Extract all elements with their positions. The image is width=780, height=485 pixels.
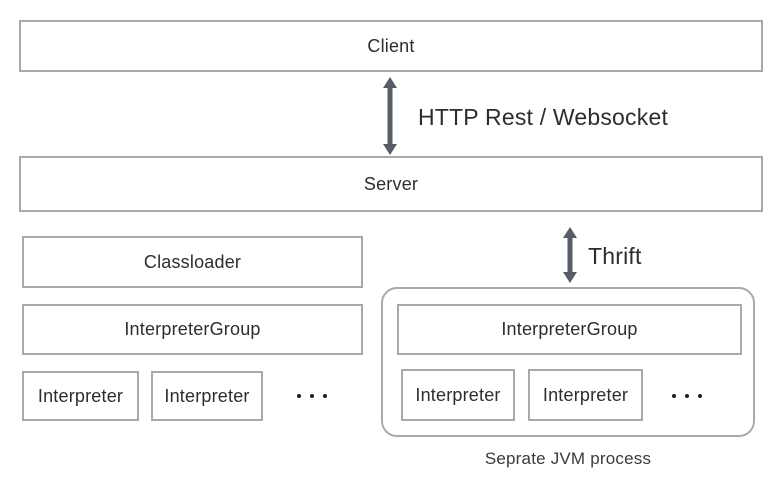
interpreter-group-box: InterpreterGroup [22,304,363,355]
jvm-caption: Seprate JVM process [484,449,652,468]
thrift-double-arrow-icon [563,227,577,283]
interpreter-label: Interpreter [415,384,501,405]
classloader-label: Classloader [143,251,242,272]
interpreter-group-label: InterpreterGroup [501,319,638,339]
client-label: Client [367,35,415,56]
interpreter-box: Interpreter [151,371,263,421]
interpreter-box: Interpreter [528,369,643,421]
interpreter-box: Interpreter [401,369,515,421]
server-box: Server [19,156,763,212]
server-label: Server [363,173,419,194]
interpreter-box: Interpreter [22,371,139,421]
interpreter-group-label: InterpreterGroup [124,319,261,339]
http-connection-label: HTTP Rest / Websocket [418,104,669,130]
ellipsis-icon [290,371,334,421]
interpreter-label: Interpreter [542,384,629,405]
ellipsis-icon [665,371,709,421]
interpreter-label: Interpreter [164,385,250,406]
classloader-box: Classloader [22,236,363,288]
client-box: Client [19,20,763,72]
http-double-arrow-icon [383,77,397,155]
interpreter-label: Interpreter [37,385,124,406]
interpreter-group-box: InterpreterGroup [397,304,742,355]
thrift-connection-label: Thrift [588,243,642,269]
